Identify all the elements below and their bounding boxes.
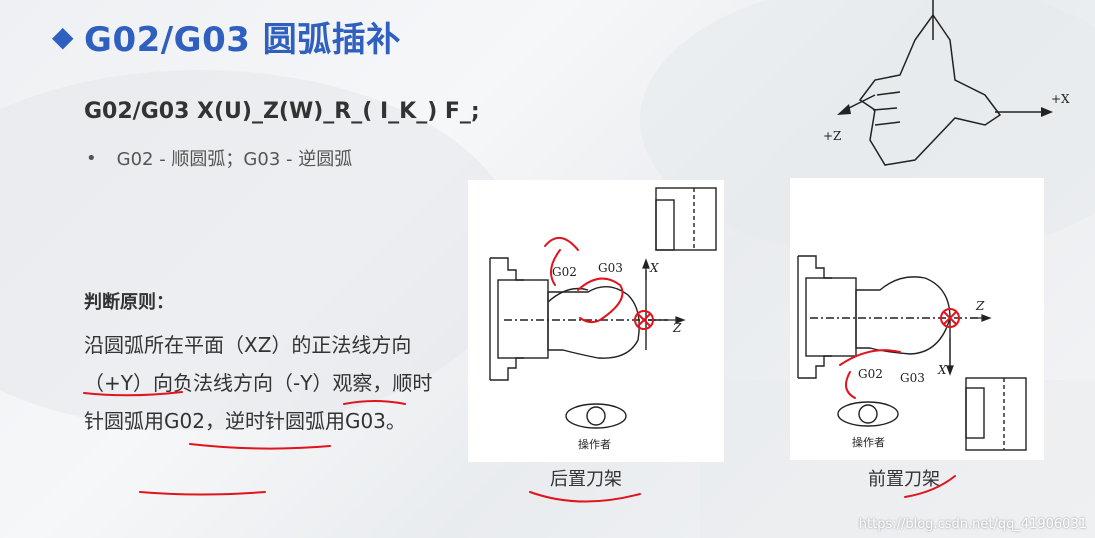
figure-front-tool-post: G02 G03 X Z 操作者	[790, 178, 1044, 460]
operator-body	[837, 401, 899, 427]
plus-z-label: +Z	[823, 129, 841, 143]
z-arrow-icon	[675, 316, 686, 324]
z-axis-label: Z	[975, 299, 985, 313]
bullet-item: • G02 - 顺圆弧；G03 - 逆圆弧	[86, 145, 352, 171]
x-axis-label: X	[937, 363, 947, 377]
bullet-dot-icon: •	[86, 147, 97, 169]
z-axis-label: Z	[672, 321, 682, 335]
g02-label: G02	[858, 367, 883, 381]
finger-lines	[872, 91, 901, 126]
operator-head	[858, 404, 878, 424]
watermark-url: https://blog.csdn.net/qq_41906031	[858, 517, 1087, 532]
bullet-text: G02 - 顺圆弧；G03 - 逆圆弧	[116, 149, 353, 170]
command-syntax: G02/G03 X(U)_Z(W)_R_( I_K_) F_;	[84, 99, 480, 124]
underline-g02	[189, 443, 331, 450]
g03-label: G03	[598, 261, 623, 275]
caption-rear-tool-post: 后置刀架	[550, 469, 622, 490]
tool-holder	[655, 187, 717, 251]
rule-title: 判断原则：	[84, 292, 174, 313]
caption-front-tool-post: 前置刀架	[868, 469, 940, 490]
chuck	[489, 257, 524, 381]
slide-title-text: G02/G03 圆弧插补	[84, 20, 401, 60]
lathe-diagram-right: G02 G03 X Z 操作者	[797, 255, 1027, 451]
slide-title: ◆ G02/G03 圆弧插补	[52, 12, 401, 61]
origin-marker-icon	[940, 308, 960, 328]
lathe-diagram-left: G02 G03 X Z 操作者	[489, 187, 717, 451]
underline-rear-caption	[529, 491, 641, 503]
origin-marker-icon	[634, 310, 654, 330]
figure-rear-tool-post: G02 G03 X Z 操作者	[468, 180, 724, 462]
operator-body	[565, 403, 627, 429]
z-arrow-icon	[981, 314, 992, 322]
rule-body: 沿圆弧所在平面（XZ）的正法线方向（+Y）向负法线方向（-Y）观察，顺时针圆弧用…	[84, 333, 433, 433]
operator-label: 操作者	[578, 437, 611, 451]
z-arrowhead-icon	[837, 104, 851, 115]
g02-label: G02	[552, 265, 577, 279]
x-axis-label: X	[649, 261, 659, 275]
underline-g03	[139, 491, 266, 496]
x-arrow-icon	[642, 258, 650, 269]
plus-x-label: +X	[1051, 92, 1070, 106]
hand-outline	[858, 13, 1002, 166]
tool-holder	[965, 377, 1027, 451]
x-arrowhead-icon	[1041, 107, 1053, 117]
operator-label: 操作者	[852, 435, 885, 449]
diamond-bullet-icon: ◆	[52, 20, 75, 53]
z-axis-line	[844, 94, 876, 111]
g03-label: G03	[900, 371, 925, 385]
x-arrow-icon	[946, 365, 954, 376]
workpiece	[547, 286, 640, 359]
workpiece	[855, 276, 951, 355]
chuck	[797, 255, 832, 379]
operator-head	[586, 406, 606, 426]
right-hand-rule-diagram: +Z +X	[823, 0, 1070, 166]
